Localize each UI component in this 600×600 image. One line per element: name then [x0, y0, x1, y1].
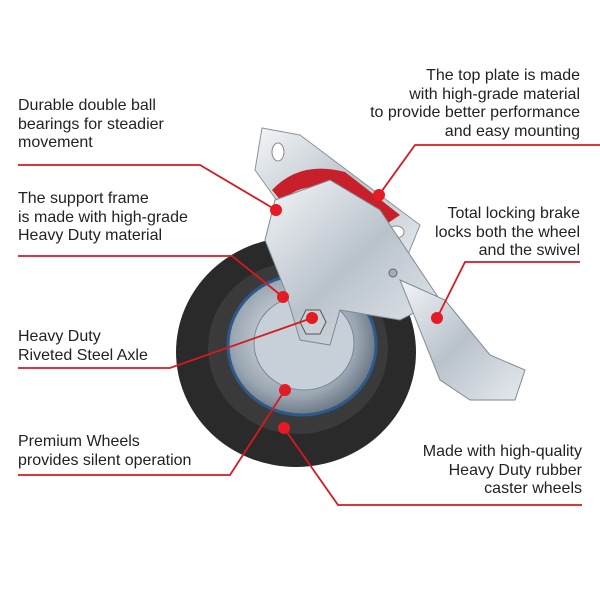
callout-text: Heavy Duty	[18, 328, 101, 345]
callout-text: Premium Wheels	[18, 433, 140, 450]
callout-text: to provide better performance	[370, 104, 580, 121]
callout-text: The top plate is made	[426, 67, 580, 84]
callout-text: and easy mounting	[444, 122, 580, 140]
callout-bearings: Durable double ball bearings for steadie…	[18, 97, 164, 153]
callout-axle: Heavy Duty Riveted Steel Axle	[18, 328, 148, 365]
callout-text: Heavy Duty rubber	[448, 461, 582, 479]
callout-text: movement	[18, 134, 93, 151]
callout-text: Total locking brake	[447, 205, 580, 222]
callout-text: caster wheels	[484, 480, 582, 497]
callout-lines	[18, 144, 600, 506]
callout-support-frame: The support frame is made with high-grad…	[18, 190, 188, 246]
callout-dots	[270, 189, 443, 434]
callout-text: Riveted Steel Axle	[18, 346, 148, 364]
callout-text: provides silent operation	[18, 451, 192, 469]
callout-text: The support frame	[18, 190, 149, 207]
callout-text: bearings for steadier	[18, 115, 164, 133]
callout-text: and the swivel	[478, 242, 580, 259]
callout-rubber: Made with high-quality Heavy Duty rubber…	[423, 443, 582, 499]
callout-text: with high-grade material	[409, 85, 580, 103]
callout-wheels: Premium Wheels provides silent operation	[18, 433, 191, 470]
callout-text: is made with high-grade	[18, 208, 188, 226]
callout-text: Made with high-quality	[422, 443, 582, 460]
brake-lever	[399, 279, 526, 401]
callout-text: Durable double ball	[18, 97, 156, 114]
callout-brake: Total locking brake locks both the wheel…	[435, 205, 580, 261]
callout-text: Heavy Duty material	[18, 227, 163, 244]
support-frame	[264, 179, 441, 346]
callout-top-plate: The top plate is made with high-grade ma…	[370, 67, 580, 141]
callout-text: locks both the wheel	[435, 223, 580, 241]
